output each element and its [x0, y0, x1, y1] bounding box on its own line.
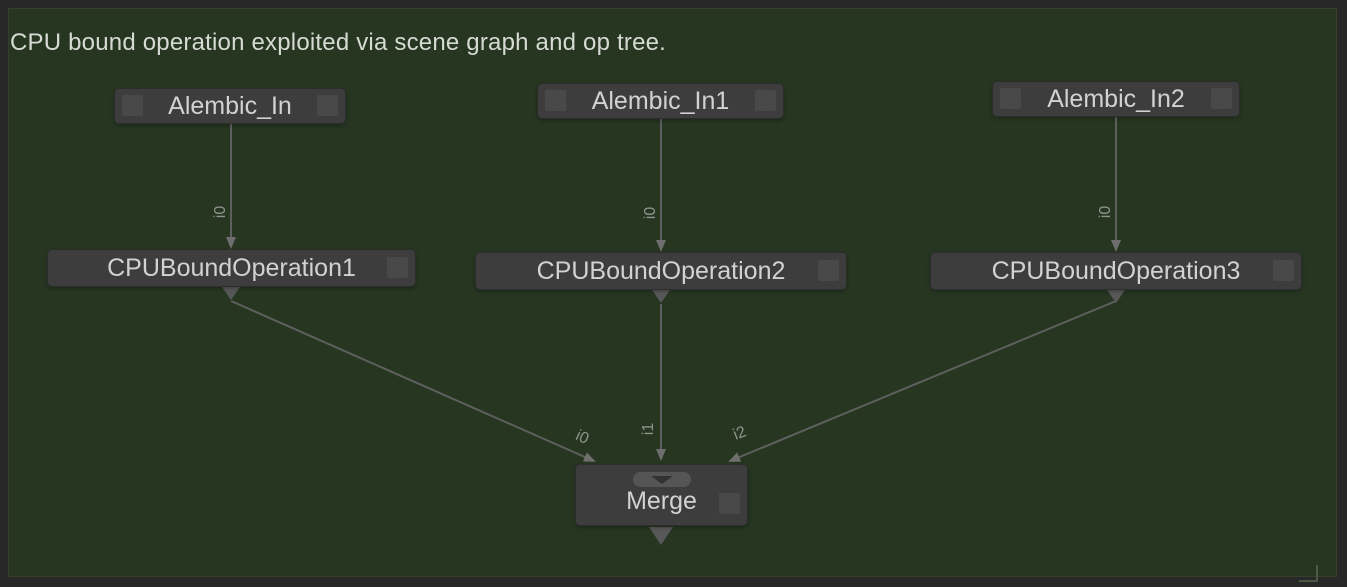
output-port-cpu3[interactable]: [1107, 290, 1125, 303]
node-cpuboundoperation2[interactable]: CPUBoundOperation2: [476, 253, 846, 289]
node-flag-badge[interactable]: [317, 95, 338, 116]
node-flag-badge[interactable]: [719, 493, 740, 514]
node-label: CPUBoundOperation3: [991, 256, 1241, 285]
node-label: Alembic_In1: [591, 86, 730, 115]
node-label: Alembic_In2: [1047, 84, 1185, 113]
node-flag-badge[interactable]: [1000, 88, 1021, 109]
node-merge[interactable]: Merge: [576, 465, 747, 525]
edge-label-i0-left: i0: [212, 205, 229, 219]
node-label: CPUBoundOperation1: [107, 253, 356, 282]
node-flag-badge[interactable]: [545, 90, 566, 111]
node-flag-badge[interactable]: [122, 95, 143, 116]
output-port-cpu1[interactable]: [222, 287, 240, 300]
node-flag-badge[interactable]: [387, 257, 408, 278]
node-label: Alembic_In: [168, 91, 292, 120]
node-cpuboundoperation3[interactable]: CPUBoundOperation3: [931, 253, 1301, 289]
node-alembic-in1[interactable]: Alembic_In1: [538, 84, 783, 118]
node-alembic-in2[interactable]: Alembic_In2: [993, 82, 1239, 116]
output-port-cpu2[interactable]: [652, 290, 670, 303]
chevron-down-icon: [650, 475, 673, 484]
graph-caption: CPU bound operation exploited via scene …: [10, 29, 667, 56]
node-label: CPUBoundOperation2: [536, 256, 786, 285]
node-flag-badge[interactable]: [1211, 88, 1232, 109]
node-flag-badge[interactable]: [755, 90, 776, 111]
collapse-pill[interactable]: [632, 472, 691, 487]
node-alembic-in[interactable]: Alembic_In: [115, 89, 345, 123]
resize-corner-icon[interactable]: [1297, 564, 1319, 582]
node-flag-badge[interactable]: [1273, 260, 1294, 281]
edge-label-i0-right: i0: [1097, 205, 1114, 219]
edge-label-i0-middle: i0: [642, 206, 659, 220]
node-flag-badge[interactable]: [818, 260, 839, 281]
output-port-merge[interactable]: [649, 527, 673, 545]
node-label: Merge: [626, 487, 697, 515]
edge-label-merge-i1: i1: [640, 422, 657, 436]
node-cpuboundoperation1[interactable]: CPUBoundOperation1: [48, 250, 415, 286]
